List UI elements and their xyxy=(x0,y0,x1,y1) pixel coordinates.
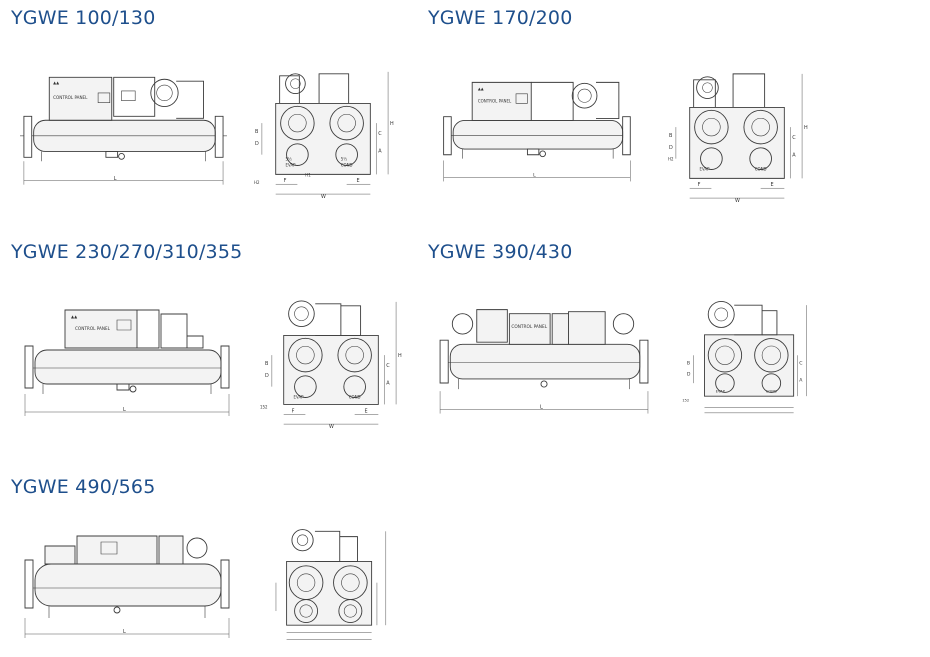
svg-text:COND: COND xyxy=(766,389,777,393)
svg-text:E: E xyxy=(771,182,774,188)
end-view-drawing-ygwe-390-430: EVAP COND A C B D 152 xyxy=(682,294,824,424)
svg-text:EVAP: EVAP xyxy=(700,166,711,171)
side-view-drawing-ygwe-390-430: CONTROL PANEL L xyxy=(436,294,650,419)
end-view-drawing-ygwe-490-565 xyxy=(256,526,404,650)
svg-text:152: 152 xyxy=(682,399,689,403)
section-title-ygwe-490-565: YGWE 490/565 xyxy=(11,476,156,498)
svg-text:C: C xyxy=(386,363,390,369)
svg-text:▲▲: ▲▲ xyxy=(71,314,78,319)
svg-text:W: W xyxy=(735,198,740,204)
svg-text:H2: H2 xyxy=(668,157,674,162)
svg-text:CONTROL PANEL: CONTROL PANEL xyxy=(53,95,88,100)
svg-text:CONTROL PANEL: CONTROL PANEL xyxy=(478,98,512,103)
svg-text:L: L xyxy=(123,407,126,413)
svg-text:COND: COND xyxy=(755,166,767,171)
svg-text:B: B xyxy=(255,129,259,135)
svg-text:L: L xyxy=(123,629,126,635)
svg-text:H1: H1 xyxy=(305,172,311,177)
end-view-drawing-ygwe-100-130: 5½ EVAP 5½ COND H A C B D H2 F E H1 W xyxy=(254,62,394,200)
svg-text:A: A xyxy=(799,377,803,383)
side-view-drawing-ygwe-230-270-310-355: ▲▲ CONTROL PANEL L xyxy=(20,300,232,420)
section-title-ygwe-170-200: YGWE 170/200 xyxy=(428,7,573,29)
section-title-ygwe-100-130: YGWE 100/130 xyxy=(11,7,156,29)
svg-text:A: A xyxy=(792,153,796,159)
end-view-drawing-ygwe-230-270-310-355: EVAP COND H A C B D 152 F E W xyxy=(260,294,402,430)
svg-text:H: H xyxy=(804,125,808,131)
section-title-ygwe-230-270-310-355: YGWE 230/270/310/355 xyxy=(11,241,243,263)
svg-text:EVAP: EVAP xyxy=(286,162,297,167)
svg-text:COND: COND xyxy=(341,162,353,167)
end-view-drawing-ygwe-170-200: EVAP COND H A C B D H2 F E W xyxy=(668,66,808,204)
svg-text:B: B xyxy=(669,133,673,139)
svg-text:COND: COND xyxy=(349,394,361,399)
svg-text:CONTROL PANEL: CONTROL PANEL xyxy=(75,326,111,331)
svg-text:A: A xyxy=(386,381,390,387)
svg-text:C: C xyxy=(799,361,802,367)
svg-text:A: A xyxy=(378,149,382,155)
svg-text:E: E xyxy=(357,178,360,184)
svg-text:EVAP: EVAP xyxy=(716,389,726,393)
svg-text:F: F xyxy=(698,182,701,188)
svg-text:W: W xyxy=(321,194,326,200)
svg-text:F: F xyxy=(284,178,287,184)
svg-text:B: B xyxy=(265,361,269,367)
svg-text:EVAP: EVAP xyxy=(294,394,305,399)
svg-text:152: 152 xyxy=(260,404,268,409)
svg-text:H: H xyxy=(390,121,394,127)
svg-text:F: F xyxy=(292,408,295,414)
svg-text:D: D xyxy=(255,141,259,147)
svg-text:D: D xyxy=(669,145,673,151)
svg-text:L: L xyxy=(540,404,543,410)
side-view-drawing-ygwe-170-200: ▲▲ CONTROL PANEL L xyxy=(436,70,636,190)
svg-text:5½: 5½ xyxy=(341,157,348,162)
svg-text:C: C xyxy=(792,135,796,141)
svg-text:D: D xyxy=(265,373,269,379)
svg-text:▲▲: ▲▲ xyxy=(478,86,484,91)
svg-text:L: L xyxy=(533,173,536,179)
section-title-ygwe-390-430: YGWE 390/430 xyxy=(428,241,573,263)
svg-text:5½: 5½ xyxy=(286,157,293,162)
svg-text:W: W xyxy=(329,424,334,430)
svg-text:H: H xyxy=(398,353,402,359)
svg-text:C: C xyxy=(378,131,382,137)
svg-text:B: B xyxy=(687,361,690,367)
svg-text:▲▲: ▲▲ xyxy=(53,80,59,85)
svg-text:D: D xyxy=(687,372,691,378)
side-view-drawing-ygwe-490-565: L xyxy=(20,526,232,646)
svg-text:L: L xyxy=(114,176,117,182)
svg-text:CONTROL PANEL: CONTROL PANEL xyxy=(511,324,547,330)
svg-text:H2: H2 xyxy=(254,180,260,185)
svg-text:E: E xyxy=(365,408,368,414)
side-view-drawing-ygwe-100-130: ▲▲ CONTROL PANEL L xyxy=(20,70,225,190)
